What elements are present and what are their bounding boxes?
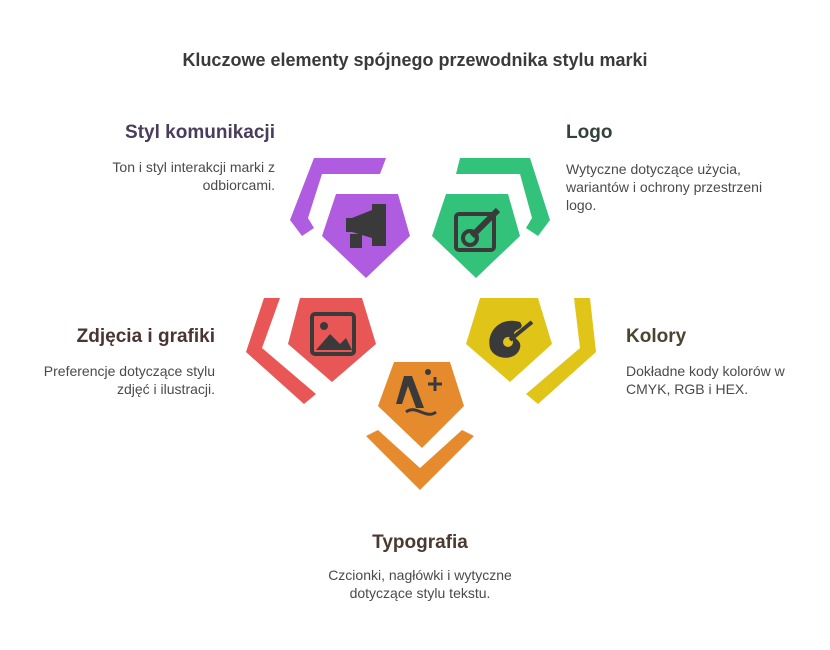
- label-logo: Logo: [566, 122, 613, 143]
- logo-design-icon: [454, 207, 501, 252]
- label-zdjecia: Zdjęcia i grafiki: [76, 326, 215, 347]
- typography-icon: [396, 369, 442, 416]
- diagram-title: Kluczowe elementy spójnego przewodnika s…: [182, 50, 648, 70]
- segment-logo: [432, 158, 550, 278]
- label-styl-komunikacji: Styl komunikacji: [125, 122, 275, 143]
- segment-kolory: [466, 298, 596, 404]
- color-palette-icon: [489, 320, 534, 358]
- label-kolory: Kolory: [626, 326, 687, 347]
- outer-arc-logo: [456, 158, 550, 236]
- desc-logo: Wytyczne dotyczące użycia, wariantów i o…: [566, 161, 763, 213]
- outer-arc-zdjecia: [246, 298, 316, 404]
- desc-kolory: Dokładne kody kolorów w CMYK, RGB i HEX.: [626, 363, 785, 397]
- desc-typografia: Czcionki, nagłówki i wytyczne dotyczące …: [328, 567, 512, 601]
- segment-typografia: [366, 362, 474, 490]
- image-icon: [310, 312, 356, 356]
- outer-arc-styl-komunikacji: [290, 158, 386, 236]
- outer-arc-kolory: [526, 298, 596, 404]
- segment-styl-komunikacji: [290, 158, 410, 278]
- segment-zdjecia: [246, 298, 376, 404]
- label-typografia: Typografia: [372, 532, 468, 553]
- desc-styl-komunikacji: Ton i styl interakcji marki z odbiorcami…: [112, 159, 275, 193]
- megaphone-icon: [346, 204, 386, 248]
- outer-arc-typografia: [366, 430, 474, 490]
- desc-zdjecia: Preferencje dotyczące stylu zdjęć i ilus…: [43, 363, 215, 397]
